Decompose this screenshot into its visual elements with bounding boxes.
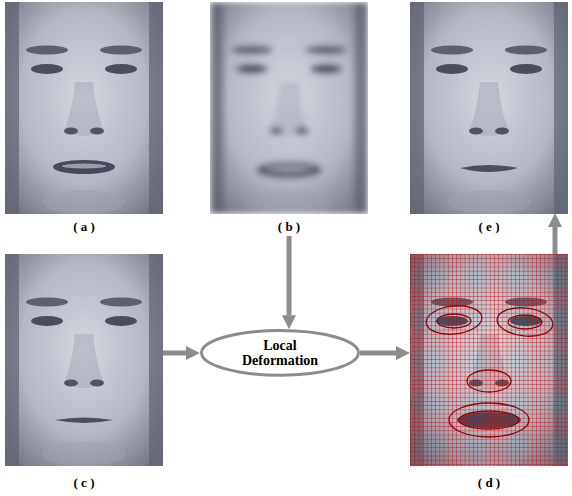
face-e [410,2,568,214]
contour [467,370,511,392]
ellipse-shape [202,331,359,376]
mouth [256,162,322,178]
image-panel: ( b ) [210,2,368,236]
face-b [210,2,368,214]
contour [496,305,555,339]
process-ellipse: Local Deformation [200,329,360,377]
panel-label: ( c ) [5,474,163,492]
image-panel: ( a ) [5,2,163,236]
flow-arrow [553,227,558,254]
flow-arrow [163,350,186,355]
face-image [5,254,163,466]
teeth [62,164,106,169]
image-panel: ( d ) [410,254,568,492]
mouth [460,165,518,172]
panel-label: ( d ) [410,474,568,492]
process-label: Local Deformation [230,338,330,369]
flow-arrow [287,236,292,315]
panel-label: ( b ) [210,218,368,236]
face-image [210,2,368,214]
face-image [410,2,568,214]
contour [459,411,519,429]
mouth [53,160,115,174]
face-c [5,254,163,466]
flow-arrow [360,350,396,355]
deformation-contours [425,303,555,437]
contour [437,314,471,328]
face-d [410,254,568,466]
face-image [410,254,568,466]
image-panel: ( c ) [5,254,163,492]
teeth [265,166,313,172]
contour [425,303,484,337]
face-a [5,2,163,214]
mouth [55,418,113,424]
contour [449,403,529,437]
deformation-mesh [410,254,568,466]
panel-label: ( e ) [410,218,568,236]
contour [508,315,542,329]
face-image [5,2,163,214]
image-panel: ( e ) [410,2,568,213]
panel-label: ( a ) [5,218,163,236]
